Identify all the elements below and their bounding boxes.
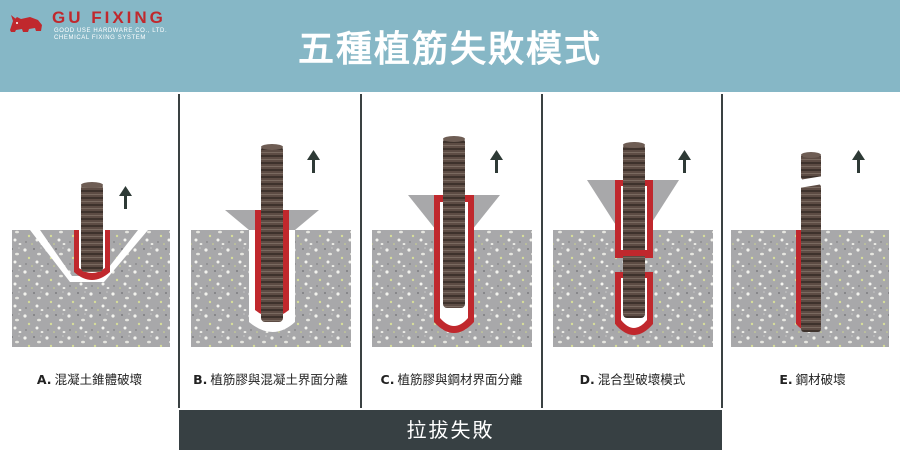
brand-subtitle-company: GOOD USE HARDWARE CO., LTD. — [54, 28, 168, 34]
diagram-concrete-cone — [12, 182, 170, 347]
header-banner: GU FIXING GOOD USE HARDWARE CO., LTD. CH… — [0, 0, 900, 92]
panel-caption: D.混合型破壞模式 — [543, 369, 722, 388]
panel-label: 混合型破壞模式 — [597, 372, 686, 387]
panel-letter: C. — [380, 372, 395, 387]
panel-letter: A. — [36, 372, 52, 387]
panel-caption: A.混凝土錐體破壞 — [0, 369, 179, 388]
brand-subtitle-system: CHEMICAL FIXING SYSTEM — [54, 35, 146, 41]
panel-letter: E. — [779, 372, 793, 387]
panel-mixed-failure: D.混合型破壞模式 — [543, 92, 722, 408]
rebar — [261, 146, 283, 322]
rhino-logo-icon — [10, 15, 42, 32]
panel-caption: B.植筋膠與混凝土界面分離 — [181, 369, 360, 388]
pullout-failure-group-label: 拉拔失敗 — [179, 410, 722, 450]
brand-logo: GU FIXING GOOD USE HARDWARE CO., LTD. CH… — [8, 8, 173, 48]
diagram-steel-failure — [731, 150, 889, 347]
rebar-lower — [801, 184, 821, 332]
panel-caption: C.植筋膠與鋼材界面分離 — [362, 369, 541, 388]
panel-concrete-cone-failure: A.混凝土錐體破壞 — [0, 92, 179, 408]
rebar-fracture — [799, 176, 823, 188]
panel-label: 植筋膠與混凝土界面分離 — [210, 372, 348, 387]
up-arrow-icon — [307, 150, 320, 173]
panel-caption: E.鋼材破壞 — [723, 369, 900, 388]
panel-steel-failure: E.鋼材破壞 — [723, 92, 900, 408]
panel-divider — [360, 94, 362, 408]
panel-divider — [541, 94, 543, 408]
panel-divider — [721, 94, 723, 408]
panel-letter: D. — [579, 372, 595, 387]
panel-divider — [178, 94, 180, 408]
panel-adhesive-steel-separation: C.植筋膠與鋼材界面分離 — [362, 92, 541, 408]
up-arrow-icon — [490, 150, 503, 173]
rebar — [81, 184, 103, 272]
panel-label: 植筋膠與鋼材界面分離 — [397, 372, 523, 387]
up-arrow-icon — [678, 150, 691, 173]
panel-label: 混凝土錐體破壞 — [54, 372, 143, 387]
panel-adhesive-concrete-separation: B.植筋膠與混凝土界面分離 — [181, 92, 360, 408]
failure-modes-panels: A.混凝土錐體破壞 B.植筋膠與混凝土界面分離 — [0, 92, 900, 450]
diagram-adhesive-steel — [372, 136, 532, 347]
panel-label: 鋼材破壞 — [795, 372, 846, 387]
page-title: 五種植筋失敗模式 — [297, 29, 602, 70]
rebar-broken-top — [801, 154, 821, 180]
diagram-mixed-failure — [553, 142, 713, 347]
brand-subtitle: GOOD USE HARDWARE CO., LTD. CHEMICAL FIX… — [54, 28, 167, 42]
rebar — [443, 138, 465, 308]
diagram-adhesive-concrete — [191, 144, 351, 347]
brand-name: GU FIXING — [52, 8, 166, 27]
rebar — [623, 144, 645, 318]
up-arrow-icon — [119, 186, 132, 209]
panel-letter: B. — [193, 372, 208, 387]
up-arrow-icon — [852, 150, 865, 173]
